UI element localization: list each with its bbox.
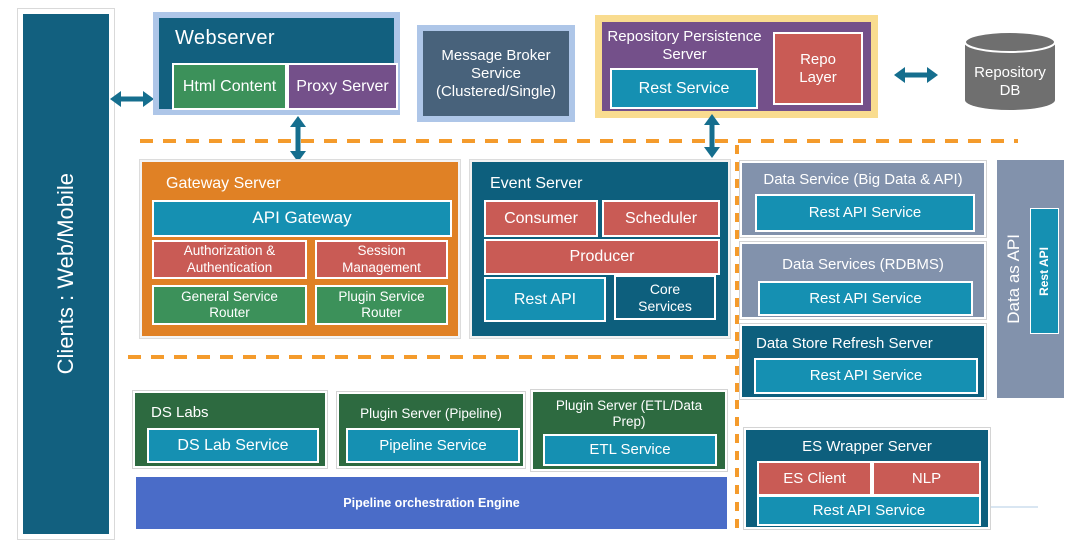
repository-event-arrow-icon	[703, 114, 721, 158]
repo-layer-node: Repo Layer	[773, 32, 863, 105]
database-cylinder-icon	[964, 31, 1056, 110]
es-rest-api-service-node: Rest API Service	[757, 495, 981, 526]
data-as-api-label: Data as API	[1003, 234, 1023, 324]
ds-lab-service-node: DS Lab Service	[147, 428, 319, 463]
repository-persistence-box: Repository Persistence Server Rest Servi…	[595, 15, 878, 118]
event-server-title: Event Server	[490, 175, 583, 192]
plugin-server-pipeline-box: Plugin Server (Pipeline) Pipeline Servic…	[336, 391, 526, 469]
webserver-title: Webserver	[175, 27, 275, 49]
session-management-node: Session Management	[315, 240, 448, 279]
plugin-server-pipeline-title: Plugin Server (Pipeline)	[360, 406, 502, 421]
data-as-api-label-wrap: Data as API	[997, 160, 1031, 398]
nlp-node: NLP	[872, 461, 981, 496]
repository-db-label: Repository DB	[974, 64, 1046, 99]
scheduler-node: Scheduler	[602, 200, 720, 237]
bigdata-rest-api-service-node: Rest API Service	[755, 194, 975, 232]
data-as-api-rest-node: Rest API	[1030, 208, 1059, 334]
data-service-bigdata-box: Data Service (Big Data & API) Rest API S…	[739, 160, 987, 238]
dashed-divider-top	[140, 139, 1018, 143]
gateway-server-box: Gateway Server API Gateway Authorization…	[139, 159, 461, 339]
data-services-rdbms-box: Data Services (RDBMS) Rest API Service	[739, 241, 987, 320]
webserver-box: Webserver Html Content Proxy Server	[153, 12, 400, 115]
proxy-server-node: Proxy Server	[287, 63, 398, 110]
repository-db-node: Repository DB	[963, 30, 1057, 112]
gateway-server-title: Gateway Server	[166, 175, 281, 192]
general-service-router-node: General Service Router	[152, 285, 307, 325]
html-content-node: Html Content	[172, 63, 287, 110]
data-service-bigdata-title: Data Service (Big Data & API)	[763, 171, 963, 188]
es-wrapper-title: ES Wrapper Server	[802, 438, 932, 455]
data-store-refresh-box: Data Store Refresh Server Rest API Servi…	[739, 323, 987, 400]
rest-service-node: Rest Service	[610, 68, 758, 109]
data-as-api-rest-label: Rest API	[1037, 246, 1052, 296]
repository-db-arrow-icon	[894, 66, 938, 84]
message-broker-title: Message Broker Service (Clustered/Single…	[435, 46, 557, 100]
message-broker-box: Message Broker Service (Clustered/Single…	[417, 25, 575, 122]
data-as-api-bar: Data as API Rest API	[997, 160, 1064, 398]
plugin-service-router-node: Plugin Service Router	[315, 285, 448, 325]
es-client-node: ES Client	[757, 461, 872, 496]
data-services-rdbms-title: Data Services (RDBMS)	[782, 256, 944, 273]
rdbms-rest-api-service-node: Rest API Service	[758, 281, 973, 316]
core-services-node: Core Services	[614, 275, 716, 320]
es-wrapper-box: ES Wrapper Server ES Client NLP Rest API…	[743, 427, 991, 530]
plugin-server-etl-title: Plugin Server (ETL/Data Prep)	[555, 398, 703, 430]
etl-service-node: ETL Service	[543, 434, 717, 466]
producer-node: Producer	[484, 239, 720, 275]
event-server-box: Event Server Consumer Scheduler Producer…	[469, 159, 731, 339]
connector-line	[988, 506, 1038, 508]
webserver-gateway-arrow-icon	[289, 116, 307, 162]
clients-webserver-arrow-icon	[110, 90, 154, 108]
authorization-authentication-node: Authorization & Authentication	[152, 240, 307, 279]
clients-label: Clients : Web/Mobile	[52, 173, 78, 375]
repository-persistence-title: Repository Persistence Server	[607, 28, 762, 63]
dashed-divider-vertical	[735, 145, 739, 528]
refresh-rest-api-service-node: Rest API Service	[754, 358, 978, 394]
clients-bar: Clients : Web/Mobile	[17, 8, 115, 540]
api-gateway-node: API Gateway	[152, 200, 452, 237]
ds-labs-title: DS Labs	[151, 404, 209, 421]
data-store-refresh-title: Data Store Refresh Server	[756, 335, 933, 352]
dashed-divider-middle	[128, 355, 738, 359]
consumer-node: Consumer	[484, 200, 598, 237]
pipeline-orchestration-engine-bar: Pipeline orchestration Engine	[136, 477, 727, 529]
pipeline-service-node: Pipeline Service	[346, 428, 520, 463]
plugin-server-etl-box: Plugin Server (ETL/Data Prep) ETL Servic…	[530, 389, 728, 472]
rest-api-node: Rest API	[484, 277, 606, 322]
ds-labs-box: DS Labs DS Lab Service	[132, 390, 328, 469]
